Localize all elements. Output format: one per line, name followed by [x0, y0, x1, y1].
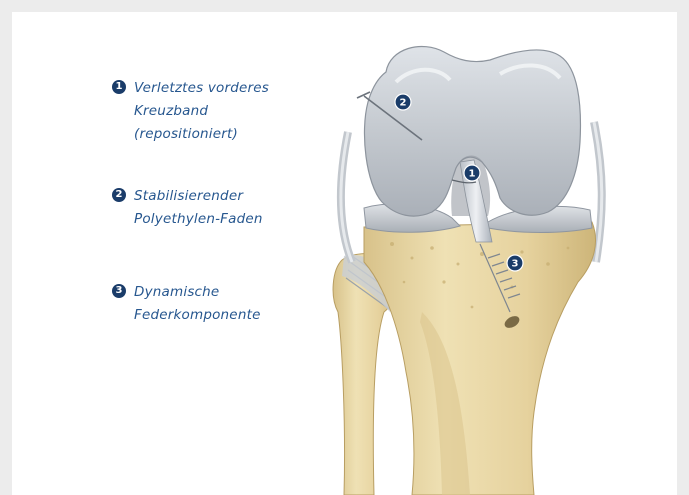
legend-line: Polyethylen-Faden [134, 208, 263, 231]
legend-badge-1: 1 [112, 80, 126, 94]
legend-text-3: Dynamische Federkomponente [134, 281, 261, 327]
legend-text-1: Verletztes vorderes Kreuzband (repositio… [134, 77, 269, 146]
tibia [364, 222, 596, 495]
legend-badge-2: 2 [112, 188, 126, 202]
callout-2-label: 2 [400, 98, 407, 109]
legend-line: Federkomponente [134, 304, 261, 327]
legend-badge-3: 3 [112, 284, 126, 298]
legend-line: Dynamische [134, 281, 261, 304]
callout-1: 1 [464, 165, 480, 181]
legend-text-2: Stabilisierender Polyethylen-Faden [134, 185, 263, 231]
legend-line: Stabilisierender [134, 185, 263, 208]
callout-3-label: 3 [512, 259, 519, 270]
callout-1-label: 1 [469, 169, 476, 180]
callout-3: 3 [507, 255, 523, 271]
legend-line: Kreuzband [134, 100, 269, 123]
legend-line: Verletztes vorderes [134, 77, 269, 100]
legend-line: (repositioniert) [134, 123, 269, 146]
callout-2: 2 [395, 94, 411, 110]
figure-card: 1 2 3 1 Verletztes vorderes Kreuzband (r… [12, 12, 677, 495]
